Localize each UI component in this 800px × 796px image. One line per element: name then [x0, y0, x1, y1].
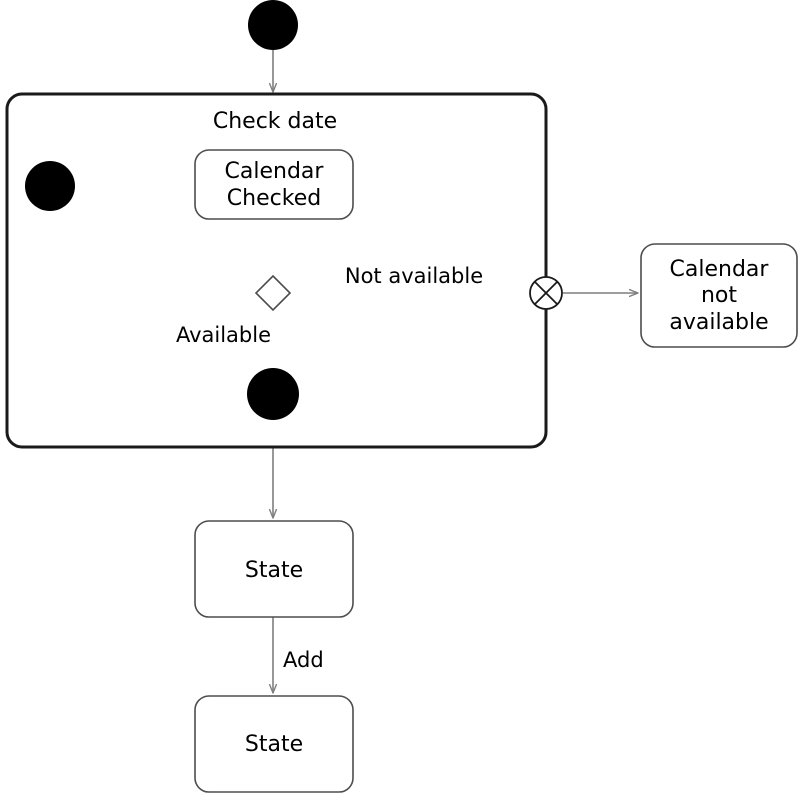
exit-point-cross-stroke-b: [534, 281, 558, 305]
state-calendar-not-available-label-line2: not: [701, 283, 737, 308]
state-calendar-not-available-label-line3: available: [669, 310, 768, 335]
initial-state-top[interactable]: [248, 0, 298, 50]
initial-state-inner[interactable]: [25, 161, 75, 211]
edge-label-not-available: Not available: [345, 264, 483, 288]
composite-state-title: Check date: [213, 109, 337, 134]
edge-label-add: Add: [283, 648, 324, 672]
state-box-1[interactable]: [194, 520, 354, 618]
state-box-2[interactable]: [194, 695, 354, 793]
state-calendar-not-available[interactable]: [640, 243, 798, 348]
state-box-2-label: State: [245, 732, 303, 757]
state-calendar-checked-label-line1: Calendar: [225, 159, 325, 184]
state-calendar-checked-label-line2: Checked: [227, 186, 321, 211]
state-box-1-label: State: [245, 558, 303, 583]
final-state-inner[interactable]: [247, 368, 299, 420]
state-calendar-not-available-label-line1: Calendar: [670, 257, 770, 282]
composite-state-check-date[interactable]: [5, 92, 548, 449]
state-calendar-checked[interactable]: [194, 149, 354, 220]
edge-label-available: Available: [176, 323, 271, 347]
choice-pseudostate[interactable]: [254, 274, 292, 312]
